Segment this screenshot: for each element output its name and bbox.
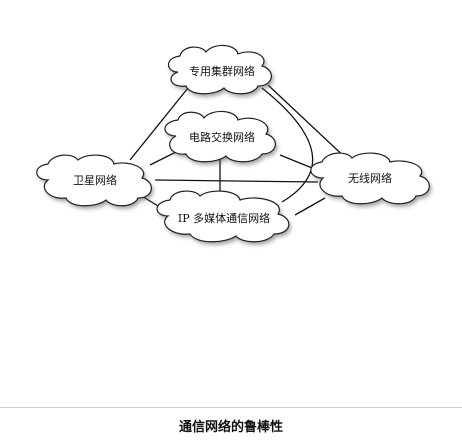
edge-dedicated-ipmedia <box>261 87 314 203</box>
edge-dedicated-wireless <box>267 84 351 163</box>
connection-lines <box>129 84 351 216</box>
node-label-circuit: 电路交换网络 <box>189 130 255 144</box>
cloud-ipmedia <box>156 190 290 243</box>
figure-caption: 通信网络的鲁棒性 <box>178 420 283 435</box>
edge-dedicated-satellite <box>129 87 189 161</box>
edge-ipmedia-wireless <box>294 197 326 216</box>
node-labels: 专用集群网络 电路交换网络 卫星网络 无线网络 IP 多媒体通信网络 <box>73 64 392 225</box>
cloud-circuit <box>164 110 276 163</box>
clouds <box>36 44 430 243</box>
cloud-dedicated <box>167 44 272 95</box>
node-label-satellite: 卫星网络 <box>73 173 117 187</box>
cloud-satellite <box>36 154 152 207</box>
node-label-ipmedia: IP 多媒体通信网络 <box>178 211 270 225</box>
cloud-wireless <box>310 152 430 205</box>
node-label-dedicated: 专用集群网络 <box>189 64 255 78</box>
node-label-wireless: 无线网络 <box>348 171 392 185</box>
edge-satellite-wireless <box>154 179 319 183</box>
caption-divider <box>0 407 462 408</box>
